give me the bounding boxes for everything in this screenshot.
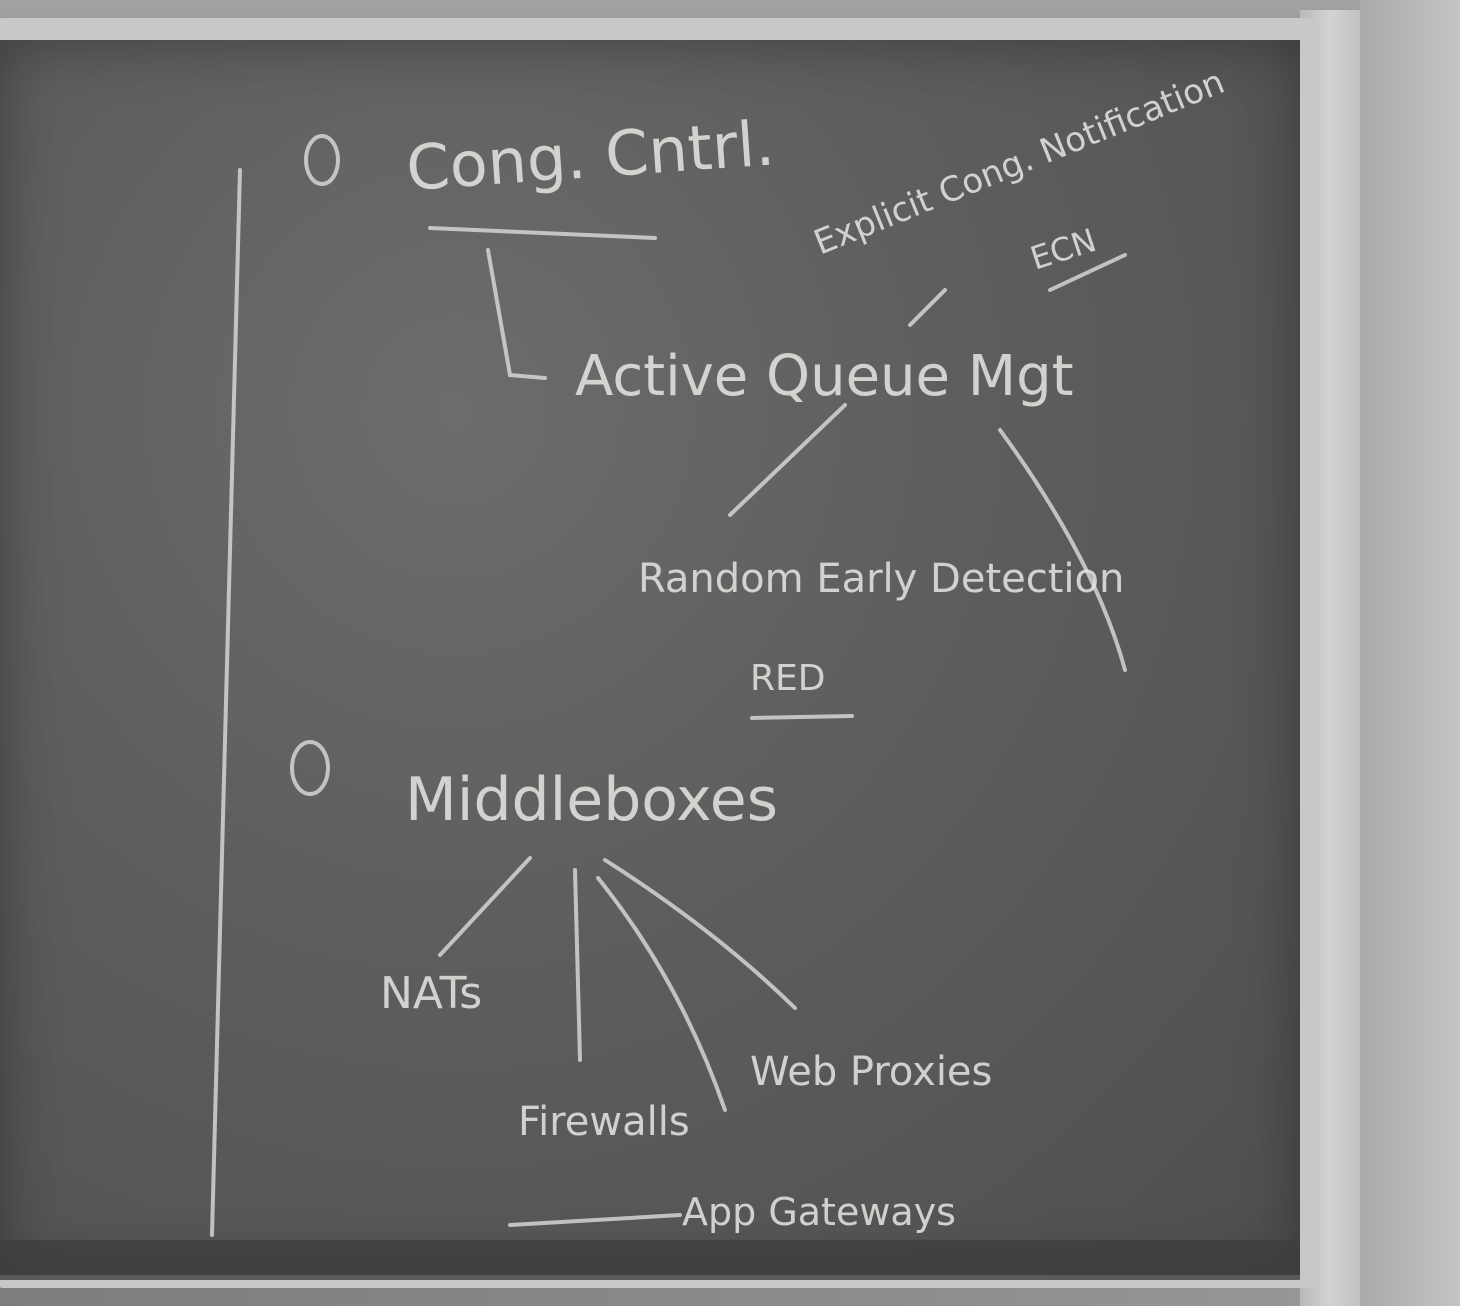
connector-line [728,403,847,517]
red-full-name: Random Early Detection [638,556,1124,602]
underline [1048,253,1127,292]
red-abbreviation: RED [750,658,825,699]
middlebox-item-app-gateways: App Gateways [682,1190,956,1234]
topic-congestion-control: Cong. Cntrl. [404,106,777,205]
ecn-abbreviation: ECN [1026,221,1101,278]
connector-line [603,858,797,1010]
chalk-tray [0,1240,1300,1280]
bullet-circle [304,134,340,186]
wall-right [1360,0,1460,1306]
ecn-note: Explicit Cong. Notification [808,62,1230,263]
middlebox-item-web-proxies: Web Proxies [750,1049,992,1095]
middlebox-item-firewalls: Firewalls [518,1099,690,1145]
connector-line [508,1213,682,1227]
connector-line [596,876,727,1112]
connector-line [998,428,1127,672]
subtopic-active-queue-mgt: Active Queue Mgt [575,344,1074,409]
underline [750,714,854,720]
underline [428,226,657,240]
bullet-circle [290,740,330,796]
connector-line [438,856,532,957]
middlebox-item-nats: NATs [380,968,482,1019]
connector-line [573,868,582,1062]
connector-line [908,288,947,327]
divider-line [210,168,242,1237]
bracket-connector [486,248,547,380]
topic-middleboxes: Middleboxes [405,765,778,835]
